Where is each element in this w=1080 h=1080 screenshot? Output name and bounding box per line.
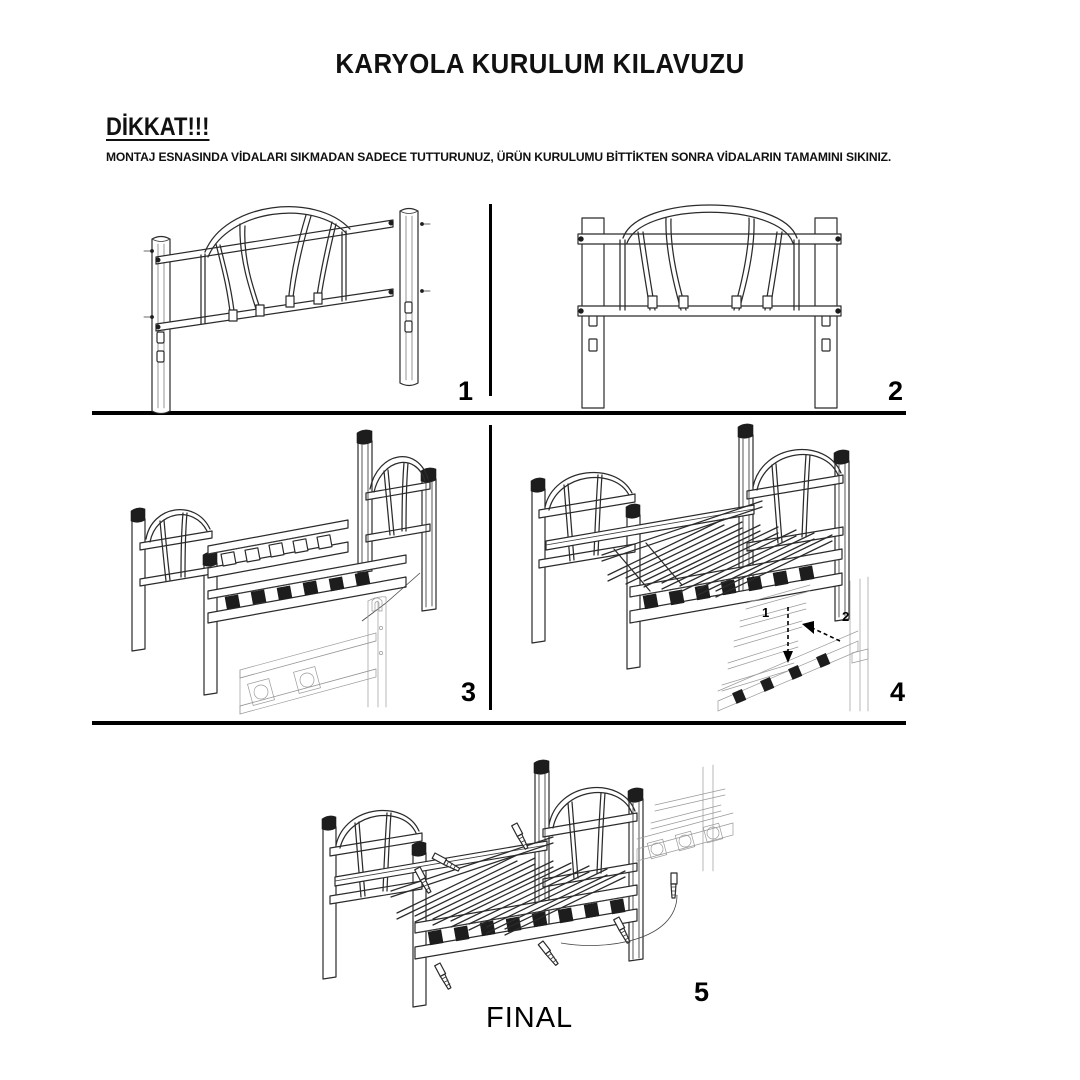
screw-icon bbox=[434, 962, 452, 990]
divider-col-row2 bbox=[489, 425, 492, 710]
footboard-near bbox=[130, 507, 218, 696]
page-title: KARYOLA KURULUM KILAVUZU bbox=[335, 48, 745, 79]
screw-icon bbox=[670, 872, 678, 899]
divider-col-row1 bbox=[489, 204, 492, 396]
headboard-bottom-rail bbox=[577, 305, 842, 317]
final-caption: FINAL bbox=[486, 1002, 574, 1034]
step-number-5: 5 bbox=[694, 977, 710, 1007]
attention-heading: DİKKAT!!! bbox=[106, 113, 210, 141]
screw-icon bbox=[537, 940, 559, 966]
bed-slats bbox=[601, 500, 833, 598]
arrow-1-down: 1 bbox=[762, 605, 793, 663]
detail-slat-insert: 1 2 bbox=[717, 576, 869, 712]
step-number-1: 1 bbox=[458, 376, 474, 406]
warning-text: MONTAJ ESNASINDA VİDALARI SIKMADAN SADEC… bbox=[106, 150, 892, 164]
diagram-step-5 bbox=[321, 759, 734, 1008]
detail-screw-insert bbox=[560, 764, 734, 946]
step-number-4: 4 bbox=[890, 677, 906, 707]
screw-icon bbox=[511, 822, 529, 850]
headboard-top-rail bbox=[577, 233, 842, 245]
screw-icon bbox=[613, 916, 631, 944]
bed-slats bbox=[390, 836, 626, 936]
footboard-near bbox=[530, 471, 641, 670]
arrow-2-left: 2 bbox=[802, 609, 849, 642]
divider-row1 bbox=[92, 411, 906, 415]
rail-rosette bbox=[247, 666, 321, 706]
side-rail-lower bbox=[207, 554, 407, 624]
diagram-step-1 bbox=[143, 206, 431, 415]
headboard-arch bbox=[622, 204, 798, 244]
footboard-near bbox=[321, 809, 427, 1008]
detail-leader-curve bbox=[560, 894, 678, 946]
screw-icon bbox=[431, 852, 461, 872]
arrow-label-1: 1 bbox=[762, 605, 769, 620]
divider-row2 bbox=[92, 721, 906, 725]
side-rail-upper bbox=[207, 519, 349, 579]
rail-slots bbox=[220, 534, 333, 567]
headboard-far bbox=[356, 429, 437, 612]
detail-rail-to-post bbox=[239, 596, 387, 715]
screw-icons bbox=[414, 822, 631, 990]
screw-icon bbox=[414, 866, 432, 894]
step-number-2: 2 bbox=[888, 376, 904, 406]
rail-slots bbox=[224, 571, 371, 610]
headboard-spokes bbox=[637, 217, 783, 311]
headboard-panel bbox=[155, 206, 394, 332]
right-leg-post bbox=[399, 207, 431, 387]
arrow-label-2: 2 bbox=[842, 609, 849, 624]
diagram-step-2 bbox=[577, 204, 842, 409]
step-number-3: 3 bbox=[461, 677, 477, 707]
diagram-step-3 bbox=[130, 429, 437, 715]
diagram-step-4: 1 2 bbox=[530, 423, 869, 712]
